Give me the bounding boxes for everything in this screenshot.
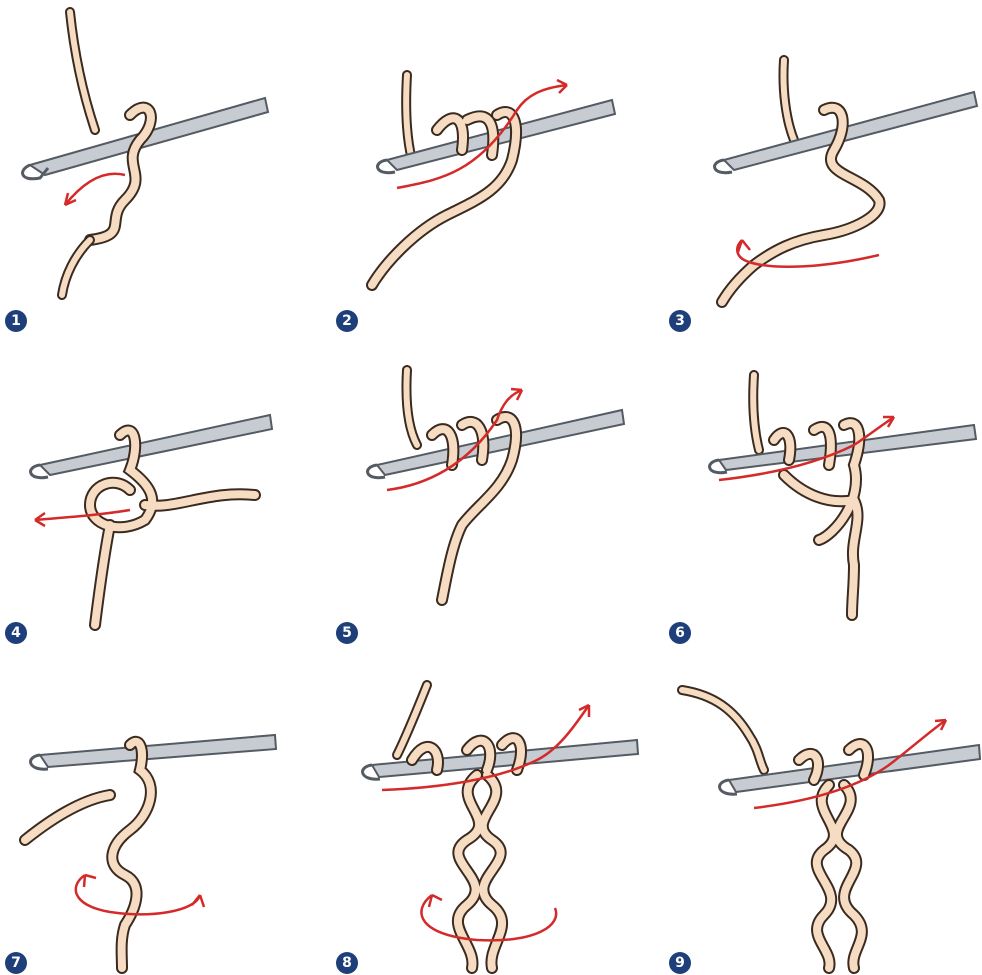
step-panel-4: 4: [0, 325, 327, 650]
crochet-hook-icon: [40, 415, 272, 475]
step-3-illustration: [654, 0, 981, 325]
step-number-badge: 4: [5, 622, 27, 644]
step-9-illustration: [654, 650, 981, 975]
step-panel-2: 2: [327, 0, 654, 325]
step-2-illustration: [327, 0, 654, 325]
step-panel-6: 6: [654, 325, 981, 650]
yarn-knot: [372, 112, 516, 285]
step-panel-5: 5: [327, 325, 654, 650]
step-8-illustration: [327, 650, 654, 975]
step-number-badge: 9: [669, 952, 691, 974]
step-panel-7: 7: [0, 650, 327, 975]
crochet-hook-icon: [724, 92, 977, 170]
step-panel-9: 9: [654, 650, 981, 975]
step-1-illustration: [0, 0, 327, 325]
step-number-badge: 6: [669, 622, 691, 644]
step-5-illustration: [327, 325, 654, 650]
direction-arrow-icon: [35, 510, 130, 520]
step-4-illustration: [0, 325, 327, 650]
step-number-badge: 8: [336, 952, 358, 974]
step-panel-8: 8: [327, 650, 654, 975]
step-panel-3: 3: [654, 0, 981, 325]
step-panel-1: 1: [0, 0, 327, 325]
step-number-badge: 7: [5, 952, 27, 974]
step-number-badge: 5: [336, 622, 358, 644]
crochet-hook-icon: [40, 735, 276, 767]
step-6-illustration: [654, 325, 981, 650]
yarn-knot: [25, 742, 151, 968]
step-7-illustration: [0, 650, 327, 975]
